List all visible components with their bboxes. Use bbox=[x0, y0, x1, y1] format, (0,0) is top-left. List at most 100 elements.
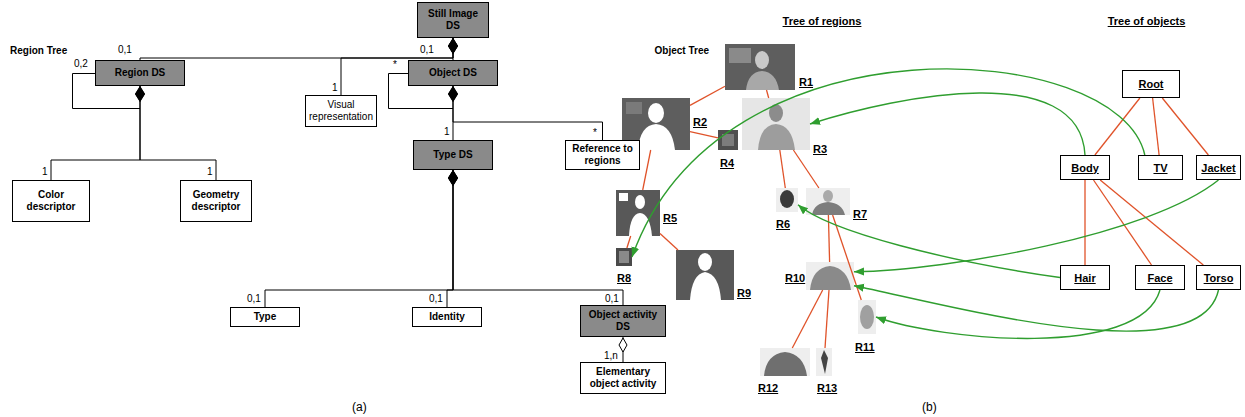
group-heading: Region Tree bbox=[5, 42, 300, 57]
tree-branch bbox=[780, 150, 786, 188]
panel-fill bbox=[1048, 40, 1245, 398]
object-node: Hair bbox=[1060, 265, 1110, 290]
region-label: R12 bbox=[758, 382, 778, 394]
region-thumbnail: R1 bbox=[725, 44, 795, 90]
illustration-part bbox=[616, 248, 632, 266]
region-thumbnail: R11 bbox=[858, 300, 876, 334]
illustration-part bbox=[858, 300, 876, 334]
illustration-part bbox=[626, 102, 642, 114]
attribute-box: Color descriptor bbox=[12, 180, 90, 222]
tree-branch bbox=[1095, 98, 1140, 155]
illustration-part bbox=[698, 253, 712, 271]
region-label: R8 bbox=[617, 272, 631, 284]
tree-branch bbox=[1162, 98, 1208, 155]
illustration-part bbox=[776, 188, 798, 212]
region-thumbnail: R4 bbox=[718, 130, 738, 150]
box-label: Object activity DS bbox=[584, 309, 662, 333]
tree-panel: Tree of objectsRootBodyTVJacketHairFaceT… bbox=[1048, 14, 1245, 398]
region-label: R1 bbox=[799, 76, 813, 88]
illustration-part bbox=[823, 190, 833, 202]
region-label: R10 bbox=[785, 272, 805, 284]
tree-branch bbox=[833, 215, 862, 300]
composition-line bbox=[265, 170, 453, 307]
multiplicity-label: 0,1 bbox=[118, 44, 132, 55]
tree-branch bbox=[767, 90, 769, 98]
composition-line bbox=[623, 337, 624, 362]
tree-group-region: Object TreeObject DSType DSReference to … bbox=[185, 42, 715, 395]
object-node: TV bbox=[1138, 155, 1183, 180]
region-label: R7 bbox=[853, 208, 867, 220]
composition-line bbox=[51, 86, 140, 180]
illustration-part bbox=[638, 124, 675, 150]
region-outline-shape bbox=[6, 43, 300, 232]
region-thumbnail: R12 bbox=[760, 348, 810, 376]
multiplicity-label: 0,1 bbox=[429, 293, 443, 304]
tree-group-region: Region TreeRegion DS Color descriptor Geom… bbox=[5, 42, 300, 232]
illustration-part bbox=[812, 202, 845, 215]
object-node: Body bbox=[1060, 155, 1110, 180]
attribute-box: Elementary object activity bbox=[580, 362, 666, 394]
tree-branch bbox=[690, 86, 725, 105]
tree-branch bbox=[643, 150, 651, 190]
illustration-part bbox=[619, 251, 629, 263]
box-label: Visual representation bbox=[309, 99, 373, 123]
ds-class-box: Still Image DS bbox=[417, 2, 489, 38]
illustration-part bbox=[729, 48, 751, 63]
panel-heading: Tree of objects bbox=[1048, 14, 1245, 28]
multiplicity-label: * bbox=[393, 59, 397, 70]
reference-arrow bbox=[854, 286, 1219, 331]
region-thumbnail: R9 bbox=[676, 250, 734, 300]
composition-line bbox=[453, 86, 603, 140]
box-label: Color descriptor bbox=[16, 189, 86, 213]
box-label: Identity bbox=[429, 311, 465, 323]
composition-line bbox=[140, 38, 453, 60]
panel-fill bbox=[612, 40, 1032, 398]
reference-arrow bbox=[798, 205, 1060, 278]
box-label: Face bbox=[1147, 271, 1172, 285]
illustration-part bbox=[648, 103, 664, 123]
object-node: Root bbox=[1122, 70, 1180, 98]
illustration-part bbox=[758, 124, 795, 150]
box-label: Still Image DS bbox=[421, 8, 485, 32]
illustration-part bbox=[746, 71, 779, 90]
tree-branch bbox=[793, 150, 819, 188]
reference-arrow bbox=[632, 69, 1145, 257]
illustration-part bbox=[725, 44, 795, 90]
attribute-box: Reference to regions bbox=[565, 140, 640, 170]
region-thumbnail: R2 bbox=[622, 98, 690, 150]
region-label: R4 bbox=[720, 157, 734, 169]
box-label: Jacket bbox=[1201, 161, 1235, 175]
region-thumbnail: R13 bbox=[816, 348, 832, 376]
multiplicity-label: 0,1 bbox=[605, 293, 619, 304]
ds-class-box: Object activity DS bbox=[580, 305, 666, 337]
tree-branch bbox=[792, 290, 822, 348]
tree-branch bbox=[660, 233, 678, 250]
group-heading: Object Tree bbox=[185, 42, 715, 57]
box-label: Type bbox=[254, 311, 277, 323]
illustration-part bbox=[690, 272, 721, 300]
composition-line bbox=[447, 170, 453, 307]
box-label: Hair bbox=[1074, 271, 1095, 285]
attribute-box: Geometry descriptor bbox=[180, 180, 252, 222]
region-thumbnail: R3 bbox=[742, 98, 810, 150]
multiplicity-label: 0,1 bbox=[247, 293, 261, 304]
box-label: Geometry descriptor bbox=[184, 189, 248, 213]
region-label: R9 bbox=[737, 287, 751, 299]
illustration-part bbox=[619, 193, 628, 201]
part-caption: (a) bbox=[352, 401, 367, 414]
multiplicity-label: 1 bbox=[332, 82, 338, 93]
illustration-part bbox=[806, 188, 850, 215]
box-label: Root bbox=[1138, 77, 1163, 91]
box-label: Elementary object activity bbox=[584, 366, 662, 390]
ds-class-box: Region DS bbox=[95, 60, 185, 86]
box-label: Object DS bbox=[429, 67, 477, 79]
region-thumbnail: R6 bbox=[776, 188, 798, 212]
tree-branch bbox=[1100, 180, 1203, 265]
illustration-part bbox=[755, 51, 769, 69]
multiplicity-label: 0,1 bbox=[420, 44, 434, 55]
illustration-part bbox=[821, 350, 828, 374]
region-thumbnail: R10 bbox=[806, 262, 854, 290]
illustration-part bbox=[676, 250, 734, 300]
region-thumbnail: R7 bbox=[806, 188, 850, 215]
